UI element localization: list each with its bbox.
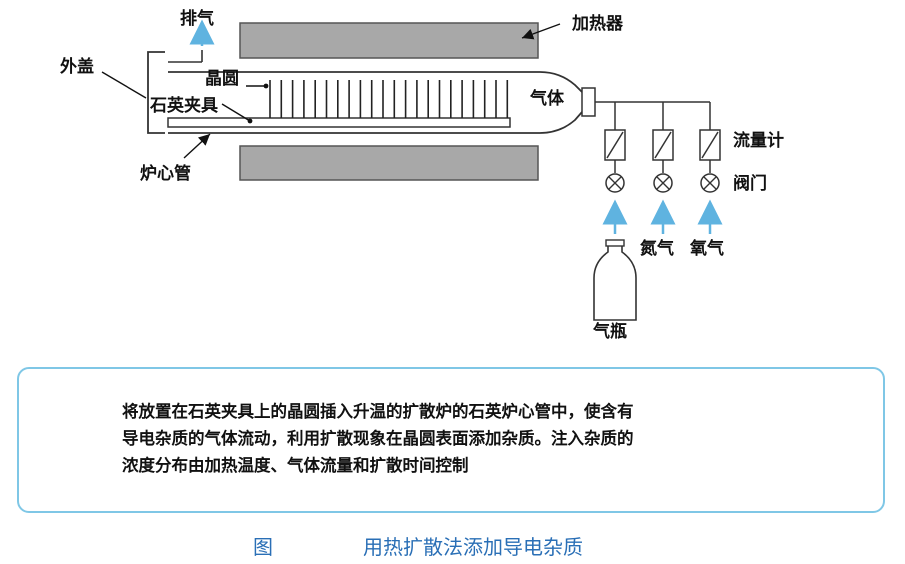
label-flow-meter: 流量计 — [733, 130, 784, 151]
gas-cylinder-cap — [605, 239, 625, 247]
label-gas-cylinder: 气瓶 — [592, 321, 627, 342]
description-line-1: 将放置在石英夹具上的晶圆插入升温的扩散炉的石英炉心管中，使含有 — [122, 402, 634, 421]
description-box: 将放置在石英夹具上的晶圆插入升温的扩散炉的石英炉心管中，使含有 导电杂质的气体流… — [17, 367, 885, 513]
leader-cover — [101, 71, 147, 99]
gas-inlet-fitting — [581, 87, 596, 117]
caption-title: 用热扩散法添加导电杂质 — [363, 535, 583, 559]
valve-2 — [653, 173, 673, 193]
valve-3 — [700, 173, 720, 193]
label-wafer: 晶圆 — [205, 69, 239, 89]
leader-holder — [221, 103, 251, 122]
outer-cover — [147, 51, 165, 134]
label-valve: 阀门 — [733, 173, 767, 194]
description-text: 将放置在石英夹具上的晶圆插入升温的扩散炉的石英炉心管中，使含有 导电杂质的气体流… — [122, 398, 822, 479]
label-furnace-tube: 炉心管 — [140, 163, 191, 184]
label-heater: 加热器 — [571, 13, 624, 34]
furnace-tube — [168, 71, 583, 134]
flow-meter-3 — [699, 129, 721, 161]
label-quartz-holder: 石英夹具 — [149, 95, 218, 116]
gas-manifold — [595, 101, 711, 130]
wafer-stack — [269, 80, 509, 118]
label-exhaust: 排气 — [180, 8, 214, 29]
heater-bottom — [239, 145, 539, 181]
description-line-2: 导电杂质的气体流动，利用扩散现象在晶圆表面添加杂质。注入杂质的 — [122, 429, 634, 448]
valve-1 — [605, 173, 625, 193]
label-cover: 外盖 — [60, 56, 94, 77]
leader-wafer-dot — [263, 83, 269, 89]
description-line-3: 浓度分布由加热温度、气体流量和扩散时间控制 — [122, 456, 469, 475]
label-gas: 气体 — [529, 88, 565, 109]
label-nitrogen: 氮气 — [640, 238, 674, 259]
caption-prefix: 图 — [253, 535, 273, 559]
gas-cylinder — [593, 242, 637, 321]
leader-heater — [521, 23, 561, 40]
quartz-holder — [167, 117, 511, 128]
label-oxygen: 氧气 — [689, 238, 724, 259]
flow-meter-2 — [652, 129, 674, 161]
flow-meter-1 — [604, 129, 626, 161]
leader-holder-dot — [247, 118, 253, 124]
heater-top — [239, 22, 539, 59]
leader-tube — [183, 133, 211, 159]
